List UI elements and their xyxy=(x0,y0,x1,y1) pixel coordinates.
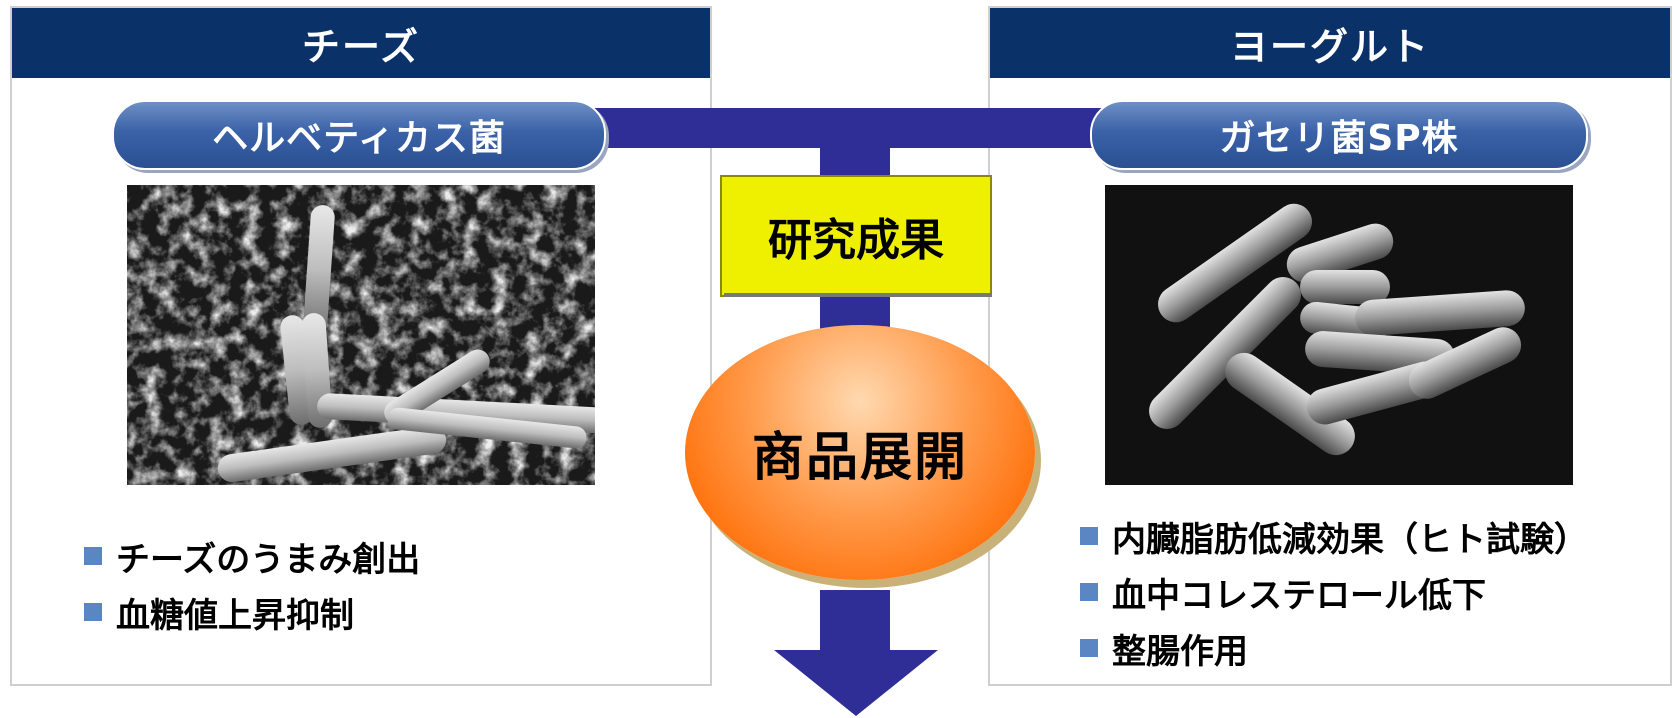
gasseri-micrograph xyxy=(1105,185,1573,485)
cheese-benefits-list: チーズのうまみ創出 血糖値上昇抑制 xyxy=(84,528,420,640)
bullet-square-icon xyxy=(84,603,102,621)
list-item: 内臓脂肪低減効果（ヒト試験） xyxy=(1080,508,1588,564)
down-arrow-head-icon xyxy=(774,650,938,716)
helveticus-micrograph xyxy=(127,185,595,485)
bullet-square-icon xyxy=(84,547,102,565)
list-item: チーズのうまみ創出 xyxy=(84,528,420,584)
horizontal-connector-overlay xyxy=(560,108,1120,148)
yogurt-panel-header: ヨーグルト xyxy=(990,8,1670,78)
list-item: 整腸作用 xyxy=(1080,620,1588,676)
cheese-panel-header: チーズ xyxy=(12,8,710,78)
list-item: 血中コレステロール低下 xyxy=(1080,564,1588,620)
research-box-shadow xyxy=(724,293,992,297)
yogurt-benefits-list: 内臓脂肪低減効果（ヒト試験） 血中コレステロール低下 整腸作用 xyxy=(1080,508,1588,676)
helveticus-strain-pill: ヘルベティカス菌 xyxy=(112,100,606,170)
list-item: 血糖値上昇抑制 xyxy=(84,584,420,640)
research-results-box: 研究成果 xyxy=(720,175,992,297)
bullet-square-icon xyxy=(1080,583,1098,601)
product-development-ellipse: 商品展開 xyxy=(685,325,1035,580)
bullet-square-icon xyxy=(1080,527,1098,545)
down-arrow-shaft xyxy=(820,590,890,650)
bullet-square-icon xyxy=(1080,639,1098,657)
gasseri-strain-pill: ガセリ菌SP株 xyxy=(1090,100,1588,170)
